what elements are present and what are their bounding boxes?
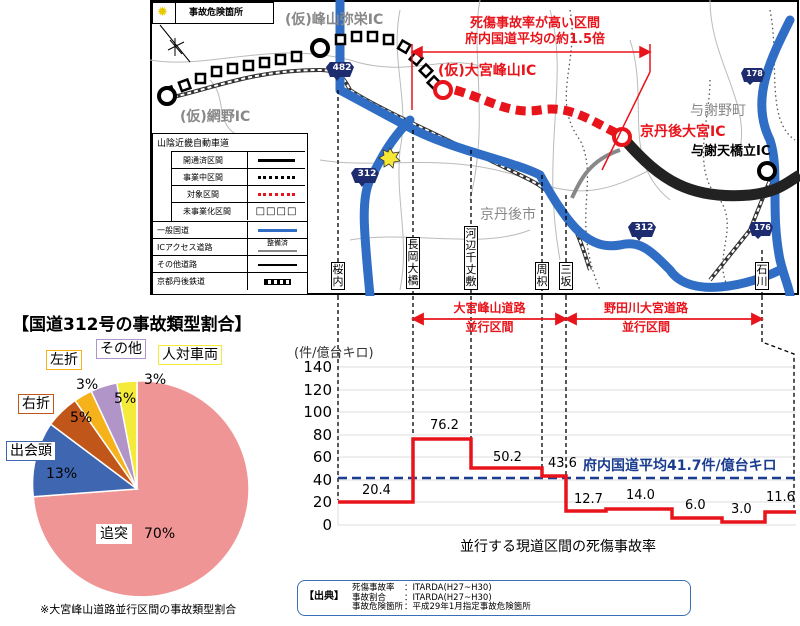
source-rows: 死傷事故率：ITARDA(H27~H30) 事故割合：ITARDA(H27~H3…: [352, 583, 531, 612]
legend-row-ic-access: ICアクセス道路 整備済: [153, 238, 307, 256]
source-box: 【出典】 死傷事故率：ITARDA(H27~H30) 事故割合：ITARDA(H…: [297, 580, 691, 616]
value-label: 11.6: [766, 490, 795, 505]
route-178-shield: 178: [746, 69, 763, 78]
route-176-shield: 176: [754, 223, 771, 232]
callout-line-1: 死傷事故率が高い区間: [469, 16, 600, 31]
legend-row-unfunded: 未事業化区間 □□□□: [171, 202, 305, 220]
legend-row-national-road: 一般国道: [153, 221, 307, 239]
avg-line-label: 府内国道平均41.7件/億台キロ: [583, 458, 777, 474]
route-312-shield: 312: [357, 169, 377, 179]
pie-pct-pedestrian: 3%: [144, 372, 167, 388]
pie-pct-other: 5%: [114, 391, 137, 407]
section-label-nodagawa-omiya: 野田川大宮道路 並行区間: [603, 301, 688, 334]
place-yosano-town: 与謝野町: [690, 103, 746, 119]
location-label-nagaoka-ohashi: 長岡大橋: [406, 237, 420, 289]
hazard-legend: ✹ 事故危険箇所: [152, 2, 274, 24]
pie-chart: [31, 380, 250, 598]
legend-row-target: 対象区間: [171, 185, 305, 203]
value-label: 6.0: [685, 498, 706, 513]
legend-row-other-road: その他道路: [153, 255, 307, 273]
ic-label-kyotango-omiya: 京丹後大宮IC: [640, 124, 726, 140]
location-label-misaka: 三坂: [559, 262, 573, 290]
map-callout: 死傷事故率が高い区間 府内国道平均の約1.5倍: [420, 16, 650, 48]
location-label-kobe-senjojiki: 河辺千丈敷: [464, 226, 478, 290]
pie-label-left-turn: 左折: [46, 350, 82, 370]
route-482-shield: 482: [332, 63, 352, 73]
legend-expressway-header: 山陰近畿自動車道: [157, 139, 230, 149]
legend-row-open: 開通済区間: [171, 151, 305, 169]
pie-label-other: その他: [96, 339, 146, 359]
value-label: 43.6: [548, 456, 577, 471]
pie-pct-right-turn: 5%: [70, 410, 93, 426]
section-label-omiya-mineyama: 大宮峰山道路 並行区間: [453, 301, 526, 334]
legend-row-under-construction: 事業中区間: [171, 168, 305, 186]
value-label: 50.2: [493, 450, 522, 465]
y-axis-ticks: 140 120 100 80 60 40 20 0: [303, 358, 332, 534]
pie-pct-head-on: 13%: [46, 466, 78, 482]
ic-label-omiya-mineyama: (仮)大宮峰山IC: [438, 63, 537, 79]
pie-label-pedestrian: 人対車両: [158, 345, 222, 365]
callout-line-2: 府内国道平均の約1.5倍: [464, 32, 606, 47]
value-label: 20.4: [362, 483, 391, 498]
x-axis-label: 並行する現道区間の死傷事故率: [460, 539, 656, 555]
hazard-legend-label: 事故危険箇所: [189, 8, 244, 18]
map-legend: 山陰近畿自動車道 開通済区間 事業中区間 対象区間 未事業化区間 □□□□ 一般…: [152, 133, 308, 295]
ic-label-amino: (仮)網野IC: [180, 109, 251, 125]
pie-label-rear-end: 追突: [96, 524, 132, 544]
pie-pct-left-turn: 3%: [76, 377, 99, 393]
ic-label-mineyama-yasaka: (仮)峰山弥栄IC: [285, 12, 384, 28]
hazard-star-icon: ✹: [157, 5, 168, 20]
y-axis-unit: (件/億台キロ): [294, 346, 374, 361]
pie-pct-rear-end: 70%: [144, 526, 176, 542]
place-kyotango-city: 京丹後市: [480, 207, 536, 223]
pie-footnote: ※大宮峰山道路並行区間の事故類型割合: [40, 603, 237, 616]
pie-title: 【国道312号の事故類型割合】: [12, 315, 252, 335]
ic-label-yosa-amanohashidate: 与謝天橋立IC: [691, 144, 771, 159]
location-label-ishikawa: 石川: [755, 262, 769, 290]
source-bracket: 【出典】: [304, 591, 344, 602]
value-label: 76.2: [430, 418, 459, 433]
route-312-shield: 312: [634, 223, 654, 233]
value-label: 14.0: [626, 488, 655, 503]
pie-label-right-turn: 右折: [18, 394, 54, 414]
value-label: 12.7: [574, 492, 603, 507]
location-label-suki: 周枳: [535, 262, 549, 290]
legend-row-railway: 京都丹後鉄道: [153, 272, 307, 290]
pie-label-head-on: 出会頭: [6, 441, 56, 461]
value-label: 3.0: [731, 502, 752, 517]
location-label-sakurauchi: 桜内: [331, 262, 345, 290]
